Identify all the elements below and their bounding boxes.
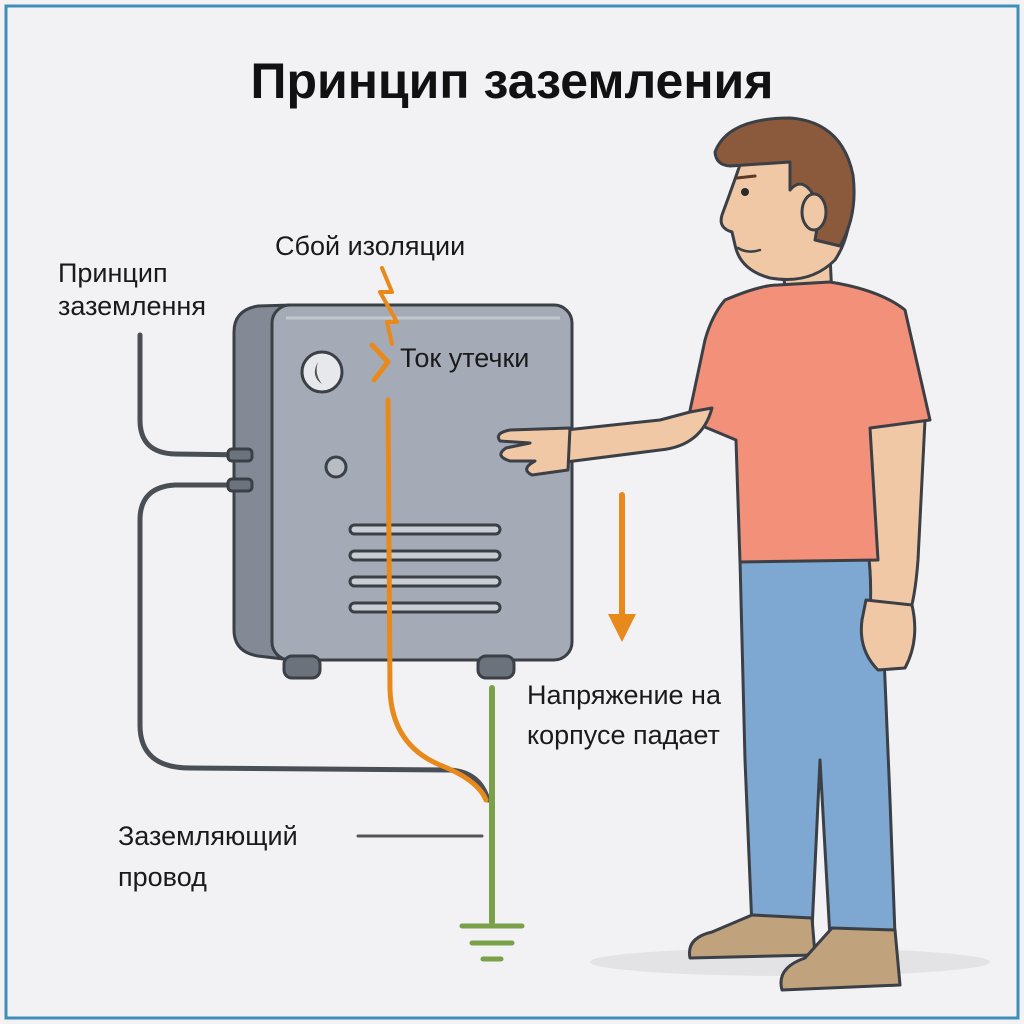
frame-border	[4, 4, 1020, 1020]
person-eyebrow	[735, 174, 757, 180]
label-grounding-principle-line2: заземлення	[58, 291, 206, 321]
appliance-foot-left	[282, 654, 322, 680]
wire-terminal-bottom	[226, 477, 254, 493]
vent-slot	[348, 601, 502, 614]
knob-indicator	[314, 362, 322, 384]
label-grounding-principle-line1: Принцип	[58, 258, 168, 288]
label-leakage-current: Ток утечки	[400, 343, 529, 373]
person-arm-left	[564, 406, 714, 464]
person-hand-touching	[496, 426, 572, 477]
leakage-current-wire	[385, 397, 489, 803]
supply-wire-bottom	[137, 482, 491, 803]
label-ground-wire-line1: Заземляющий	[118, 821, 298, 851]
lightning-icon	[378, 266, 399, 346]
appliance-foot-right	[476, 654, 516, 680]
vent-slot	[348, 575, 502, 588]
arrow-down-icon	[608, 614, 636, 642]
vent-slot	[348, 523, 502, 536]
person	[496, 116, 932, 992]
person-hand-right	[859, 598, 917, 672]
person-shoe-right	[779, 926, 902, 992]
ground-symbol-icon	[459, 923, 525, 962]
knob-icon	[300, 350, 344, 394]
wire-terminal-top	[226, 447, 254, 463]
person-ear	[800, 192, 828, 232]
appliance	[226, 303, 574, 680]
label-voltage-drops-line1: Напряжение на	[527, 680, 722, 710]
appliance-front-panel	[270, 303, 574, 662]
person-shoe-left	[687, 913, 817, 960]
label-insulation-failure: Сбой изоляции	[275, 231, 465, 261]
vent-slot	[348, 549, 502, 562]
person-mouth	[736, 246, 762, 253]
page-title: Принцип заземления	[251, 53, 774, 109]
power-button-icon	[324, 455, 348, 479]
spark-chevron-icon	[369, 342, 391, 383]
person-shirt	[686, 280, 932, 564]
person-eye	[741, 188, 749, 196]
label-ground-wire-line2: провод	[118, 862, 207, 892]
label-voltage-drops-line2: корпусе падает	[527, 720, 720, 750]
supply-wire-top	[137, 332, 253, 458]
person-jeans	[738, 558, 897, 940]
